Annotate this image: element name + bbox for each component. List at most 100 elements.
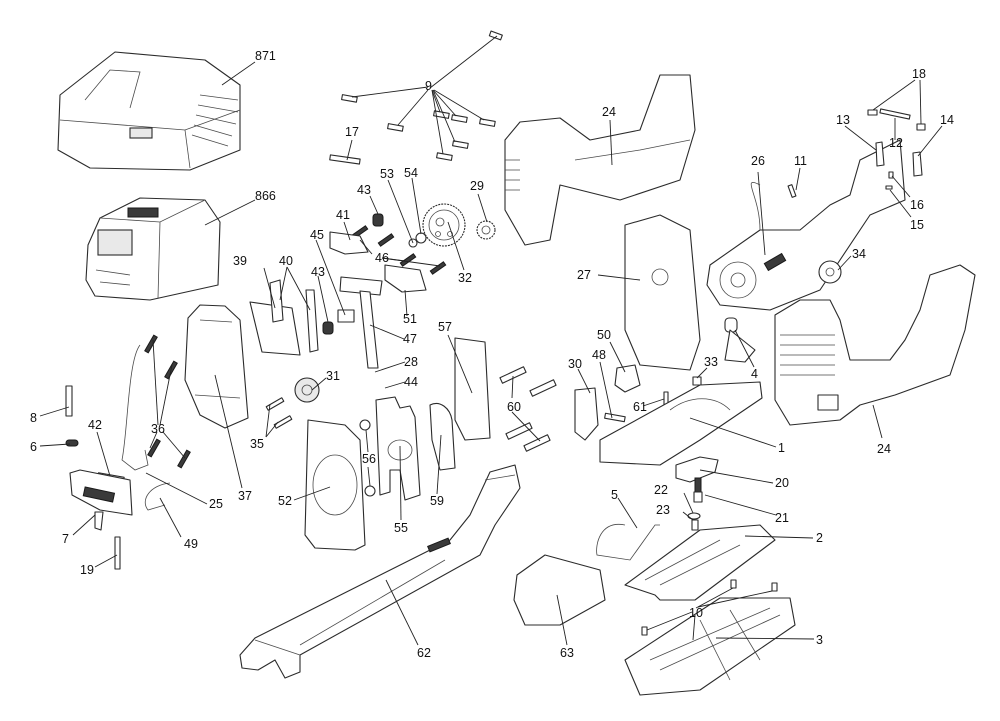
part-washer-56b (364, 485, 376, 497)
callout-49[interactable]: 49 (184, 537, 198, 551)
callout-20[interactable]: 20 (775, 476, 789, 490)
callout-45[interactable]: 45 (310, 228, 324, 242)
callout-36[interactable]: 36 (151, 422, 165, 436)
callout-5[interactable]: 5 (611, 488, 618, 502)
part-screws-36 (144, 334, 191, 469)
callout-12[interactable]: 12 (889, 136, 903, 150)
part-sleeve-18b (916, 123, 926, 131)
part-pin-8 (65, 385, 73, 417)
callout-9[interactable]: 9 (425, 79, 432, 93)
callout-40[interactable]: 40 (279, 254, 293, 268)
callout-29[interactable]: 29 (470, 179, 484, 193)
callout-59[interactable]: 59 (430, 494, 444, 508)
callout-13[interactable]: 13 (836, 113, 850, 127)
callout-3[interactable]: 3 (816, 633, 823, 647)
part-charger (57, 51, 241, 171)
part-shoe-1 (599, 381, 763, 466)
part-gear-housing-27 (624, 214, 701, 371)
part-bracket-41 (329, 231, 369, 255)
callout-39[interactable]: 39 (233, 254, 247, 268)
callout-47[interactable]: 47 (403, 332, 417, 346)
callout-6[interactable]: 6 (30, 440, 37, 454)
callout-52[interactable]: 52 (278, 494, 292, 508)
part-pin-48 (604, 412, 626, 423)
part-shoe-cover-3 (624, 597, 796, 696)
callout-28[interactable]: 28 (404, 355, 418, 369)
callout-62[interactable]: 62 (417, 646, 431, 660)
callout-56[interactable]: 56 (362, 452, 376, 466)
callout-53[interactable]: 53 (380, 167, 394, 181)
callout-57[interactable]: 57 (438, 320, 452, 334)
callout-60[interactable]: 60 (507, 400, 521, 414)
callout-46[interactable]: 46 (375, 251, 389, 265)
part-dust-extractor-62 (239, 464, 521, 679)
part-spring-6 (65, 439, 79, 447)
callout-42[interactable]: 42 (88, 418, 102, 432)
callout-14[interactable]: 14 (940, 113, 954, 127)
callout-21[interactable]: 21 (775, 511, 789, 525)
callout-35[interactable]: 35 (250, 437, 264, 451)
callout-871[interactable]: 871 (255, 49, 276, 63)
part-washer-54 (415, 232, 427, 244)
leader-lines (39, 35, 943, 646)
part-wire-49 (144, 482, 171, 511)
callout-1[interactable]: 1 (778, 441, 785, 455)
part-motor-26 (706, 139, 906, 311)
callout-18[interactable]: 18 (912, 67, 926, 81)
part-bracket-51 (384, 264, 427, 293)
part-spring-screw-21 (693, 477, 703, 503)
part-plate-52 (304, 419, 366, 551)
callout-22[interactable]: 22 (654, 483, 668, 497)
callout-7[interactable]: 7 (62, 532, 69, 546)
callout-43-upper[interactable]: 43 (357, 183, 371, 197)
callout-63[interactable]: 63 (560, 646, 574, 660)
part-pin-23 (691, 519, 699, 531)
part-battery (85, 197, 221, 301)
part-guide-40b (305, 289, 319, 353)
callout-2[interactable]: 2 (816, 531, 823, 545)
part-bolts-60 (499, 366, 557, 452)
part-pin-19 (114, 536, 121, 570)
callout-32[interactable]: 32 (458, 271, 472, 285)
callout-15[interactable]: 15 (910, 218, 924, 232)
callout-43-lower[interactable]: 43 (311, 265, 325, 279)
callout-55[interactable]: 55 (394, 521, 408, 535)
callout-54[interactable]: 54 (404, 166, 418, 180)
callout-37[interactable]: 37 (238, 489, 252, 503)
callout-11[interactable]: 11 (794, 154, 807, 168)
part-sleeve-18a (867, 109, 878, 116)
callout-61[interactable]: 61 (633, 400, 647, 414)
part-washer-56a (359, 419, 371, 431)
callout-41[interactable]: 41 (336, 208, 350, 222)
part-fan-34 (818, 260, 842, 284)
part-plunger-47 (339, 276, 383, 369)
callout-866[interactable]: 866 (255, 189, 276, 203)
part-housing-24a (504, 74, 696, 246)
callout-27[interactable]: 27 (577, 268, 591, 282)
callout-24-right[interactable]: 24 (877, 442, 891, 456)
callout-34[interactable]: 34 (852, 247, 866, 261)
callout-31[interactable]: 31 (326, 369, 340, 383)
callout-17[interactable]: 17 (345, 125, 359, 139)
callout-4[interactable]: 4 (751, 367, 758, 381)
callout-labels: 871 866 9 17 43 53 54 29 41 46 32 45 43 … (30, 49, 954, 660)
part-spring-16 (888, 171, 894, 179)
callout-16[interactable]: 16 (910, 198, 924, 212)
callout-25[interactable]: 25 (209, 497, 223, 511)
callout-30[interactable]: 30 (568, 357, 582, 371)
callout-19[interactable]: 19 (80, 563, 94, 577)
part-roller-50 (614, 364, 641, 393)
part-roller-bracket-30 (574, 387, 599, 441)
callout-48[interactable]: 48 (592, 348, 606, 362)
callout-23[interactable]: 23 (656, 503, 670, 517)
callout-33[interactable]: 33 (704, 355, 718, 369)
part-wire-25 (121, 344, 149, 471)
callout-8[interactable]: 8 (30, 411, 37, 425)
callout-50[interactable]: 50 (597, 328, 611, 342)
callout-51[interactable]: 51 (403, 312, 417, 326)
callout-44[interactable]: 44 (404, 375, 418, 389)
callout-10[interactable]: 10 (689, 606, 703, 620)
callout-26[interactable]: 26 (751, 154, 765, 168)
callout-24-left[interactable]: 24 (602, 105, 616, 119)
part-bushing-33 (692, 376, 702, 386)
